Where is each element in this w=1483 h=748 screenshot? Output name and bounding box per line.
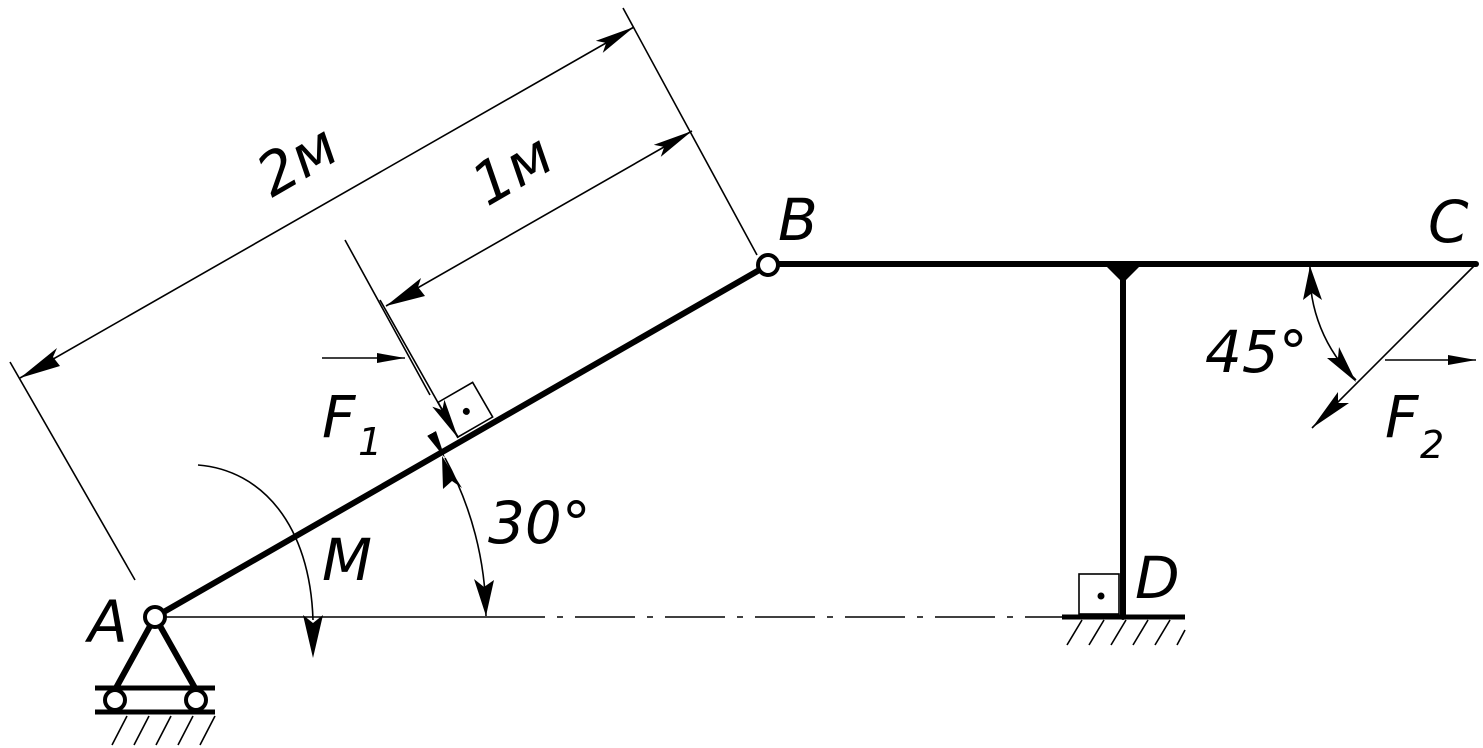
ext-line-a <box>9 361 136 581</box>
label-angle-45: 45° <box>1205 318 1308 386</box>
label-angle-30: 30° <box>488 489 591 557</box>
label-dim-1m: 1м <box>460 120 564 219</box>
label-b: B <box>778 186 818 254</box>
label-force-2: F <box>1385 383 1420 451</box>
ext-line-f1 <box>344 239 431 396</box>
hinge-b <box>756 253 780 277</box>
weld-mark <box>1106 266 1140 283</box>
moment-arc <box>197 464 314 621</box>
dim-line-2m <box>19 26 635 379</box>
label-force-2-sub: 2 <box>1420 423 1444 467</box>
force-f2-arrowhead <box>1312 392 1349 428</box>
label-force-1: F <box>322 383 357 451</box>
support-a <box>95 614 216 746</box>
ground-d <box>1062 614 1186 646</box>
bar-ab <box>152 262 771 620</box>
hinge-a <box>143 605 167 629</box>
force-f2-line <box>1311 263 1477 429</box>
dim-line-1m <box>385 130 693 307</box>
label-moment: M <box>322 526 372 594</box>
label-force-1-sub: 1 <box>358 420 382 464</box>
force-f1-arrow <box>379 299 459 439</box>
label-a: A <box>84 588 128 656</box>
label-dim-2m: 2м <box>245 111 349 210</box>
label-d: D <box>1135 544 1180 612</box>
label-c: C <box>1428 188 1469 256</box>
right-angle-d <box>1078 573 1120 615</box>
